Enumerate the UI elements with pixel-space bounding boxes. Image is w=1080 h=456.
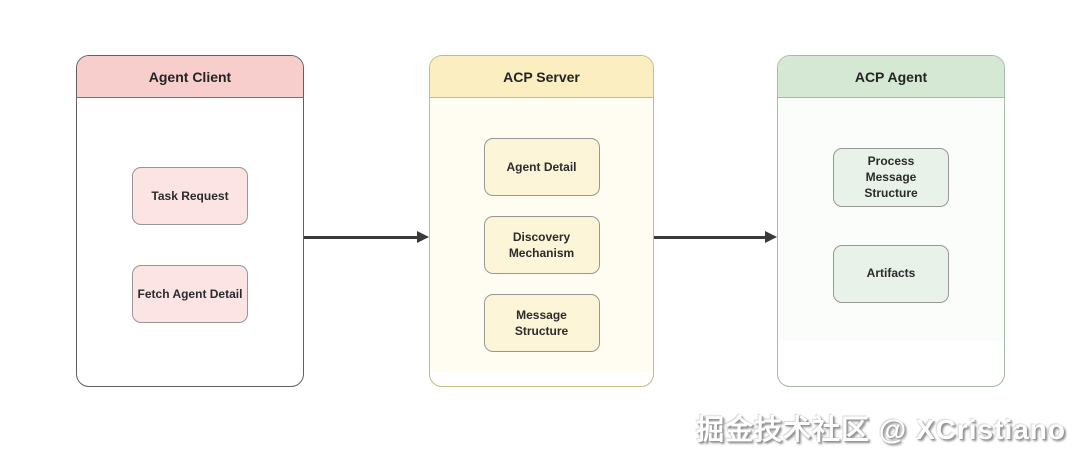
container-agent-client: Agent Client Task Request Fetch Agent De… bbox=[76, 55, 304, 387]
node-artifacts-label: Artifacts bbox=[866, 266, 916, 281]
watermark-text: 掘金技术社区 @ XCristiano bbox=[696, 414, 1066, 445]
node-agent-detail-label: Agent Detail bbox=[506, 159, 577, 174]
node-task-request: Task Request bbox=[132, 167, 248, 225]
node-discovery-mechanism-label: Discovery Mechanism bbox=[508, 229, 575, 260]
node-message-structure-label: Message Structure bbox=[514, 307, 569, 338]
node-task-request-label: Task Request bbox=[151, 188, 229, 203]
node-fetch-agent-detail-label: Fetch Agent Detail bbox=[137, 286, 243, 301]
container-acp-agent-body: Process Message Structure Artifacts bbox=[778, 98, 1004, 341]
node-agent-detail: Agent Detail bbox=[483, 138, 600, 196]
node-fetch-agent-detail: Fetch Agent Detail bbox=[132, 265, 248, 323]
node-artifacts: Artifacts bbox=[833, 244, 949, 303]
container-acp-server-title: ACP Server bbox=[430, 56, 653, 98]
node-process-message-structure: Process Message Structure bbox=[833, 148, 949, 207]
arrow-client-to-server bbox=[304, 231, 429, 243]
container-agent-client-title: Agent Client bbox=[77, 56, 303, 98]
container-acp-agent: ACP Agent Process Message Structure Arti… bbox=[777, 55, 1005, 387]
container-agent-client-body: Task Request Fetch Agent Detail bbox=[77, 98, 303, 363]
arrow-server-to-agent bbox=[654, 231, 777, 243]
container-acp-server: ACP Server Agent Detail Discovery Mechan… bbox=[429, 55, 654, 387]
node-process-message-structure-label: Process Message Structure bbox=[864, 154, 918, 201]
container-acp-server-body: Agent Detail Discovery Mechanism Message… bbox=[430, 98, 653, 372]
node-message-structure: Message Structure bbox=[483, 294, 600, 352]
container-acp-agent-title: ACP Agent bbox=[778, 56, 1004, 98]
node-discovery-mechanism: Discovery Mechanism bbox=[483, 216, 600, 274]
